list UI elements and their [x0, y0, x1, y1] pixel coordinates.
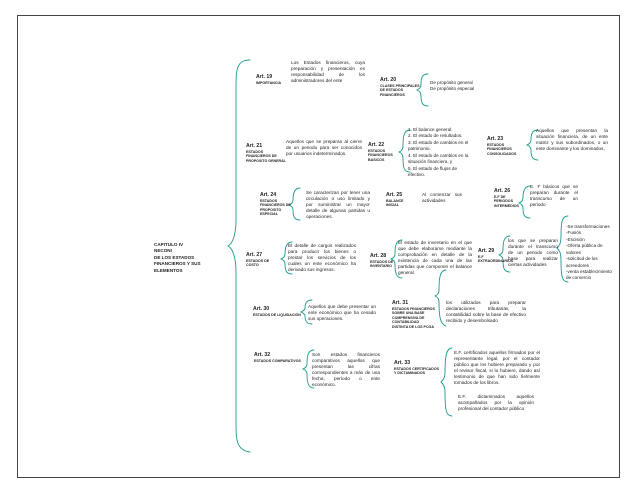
- bracket-a27: [279, 241, 293, 275]
- main-title-line4: FINANCIEROS Y SUS: [154, 261, 201, 267]
- art-21-subtitle: ESTADOS FINANCIEROS DE PROPOSITO GENERAL: [246, 149, 286, 163]
- main-title-line3: DE LOS ESTADOS: [154, 255, 232, 261]
- art-22-item: 3. El estado de cambios en el patrimonio…: [408, 139, 469, 152]
- bracket-a22: [397, 129, 411, 173]
- art-20-item: De propósito general: [430, 80, 473, 85]
- art-22-subtitle: ESTADOS FINANCIEROS BASICOS: [368, 148, 393, 162]
- art-22-item: 4. El estado de cambios en la situación …: [408, 152, 469, 165]
- node-art-31: Art. 31 ESTADOS FINANCIEROS SOBRE UNA BA…: [392, 300, 436, 329]
- art-33-description-dictaminados: E.F. dictaminados aquellos acompañados p…: [458, 394, 534, 412]
- art-32-subtitle: ESTADOS COMPARATIVOS: [254, 358, 301, 363]
- outer-frame: [17, 15, 620, 478]
- art-29-list-item: -venta establecimiento de comercio: [566, 268, 612, 281]
- art-26-subtitle: E.F DE PERIODOS INTERMEDIOS: [494, 194, 519, 208]
- node-art-33: Art. 33 ESTADOS CERTIFICADOS Y DICTAMINA…: [394, 360, 442, 376]
- art-22-item: 5. El estado de flujos de efectivo.: [408, 165, 458, 177]
- art-29-description: los que se preparan durante el transcurs…: [508, 238, 558, 268]
- art-33-description-certificados: E.F. certificados aquellos firmados por …: [454, 350, 540, 386]
- art-20-item: De propósito especial: [430, 86, 475, 92]
- art-29-label: Art. 29: [478, 248, 495, 254]
- node-art-30: Art. 30 ESTADOS DE LIQUIDACIÓN: [253, 306, 305, 317]
- art-28-label: Art. 28: [370, 253, 387, 259]
- art-32-label: Art. 32: [254, 352, 271, 358]
- bracket-a23: [525, 129, 539, 161]
- bracket-a26: [517, 185, 531, 219]
- art-24-label: Art. 24: [260, 192, 277, 198]
- art-27-description: El detalle de cargos realizados para pro…: [288, 243, 356, 273]
- art-20-items: De propósito general De propósito especi…: [430, 80, 510, 93]
- art-21-label: Art. 21: [246, 143, 263, 149]
- art-26-description: E. F básicos que se preparan durante el …: [530, 184, 578, 208]
- art-33-subtitle: ESTADOS CERTIFICADOS Y DICTAMINADOS: [394, 366, 440, 376]
- node-art-19: Art. 19 IMPORTANCIA: [256, 74, 296, 85]
- art-26-label: Art. 26: [494, 188, 511, 194]
- bracket-a24: [287, 187, 301, 221]
- art-31-description: los utilizados para preparar declaracion…: [446, 300, 526, 324]
- main-title: CAPITULO IV NECONI DE LOS ESTADOS FINANC…: [154, 242, 232, 274]
- node-art-27: Art. 27 ESTADOS DE COSTO: [246, 252, 282, 268]
- art-29-list: -Se transformaciones -Fusión -Escisión -…: [566, 224, 616, 282]
- art-29-subtitle: E.F EXTRAORDINARIOS: [478, 254, 514, 264]
- art-30-description: Aquellos que debe presentar un ente econ…: [308, 304, 376, 322]
- art-25-label: Art. 25: [386, 192, 403, 198]
- main-title-line1: CAPITULO IV: [154, 242, 184, 247]
- art-22-items: 1. El balance general. 2. El estado de r…: [408, 127, 472, 178]
- bracket-a32: [301, 349, 315, 389]
- bracket-a33: [440, 347, 453, 417]
- art-33-label: Art. 33: [394, 360, 411, 366]
- bracket-a20: [415, 73, 429, 107]
- art-25-description: Al comenzar sus actividades: [422, 192, 462, 204]
- art-31-subtitle: ESTADOS FINANCIEROS SOBRE UNA BASE COMPR…: [392, 306, 435, 329]
- bracket-a29-list: [556, 215, 569, 283]
- art-19-label: Art. 19: [256, 74, 273, 80]
- main-bracket: [226, 59, 251, 453]
- node-art-28: Art. 28 ESTADOS DE INVENTARIO: [370, 253, 396, 269]
- bracket-a29: [497, 235, 511, 273]
- art-27-subtitle: ESTADOS DE COSTO: [246, 258, 270, 268]
- art-22-item: 1. El balance general.: [408, 127, 453, 132]
- art-29-list-item: -solicitud de los acreedores: [566, 256, 598, 268]
- art-20-subtitle: CLASES PRINCIPALES DE ESTADOS FINANCIERO…: [380, 83, 420, 97]
- art-28-description: El estado de inventario en el que que de…: [398, 240, 472, 276]
- node-art-21: Art. 21 ESTADOS FINANCIEROS DE PROPOSITO…: [246, 143, 286, 163]
- art-30-subtitle: ESTADOS DE LIQUIDACIÓN: [253, 312, 301, 317]
- art-24-description: Se caracterizan por tener una circulació…: [306, 190, 370, 220]
- node-art-29: Art. 29 E.F EXTRAORDINARIOS: [478, 248, 514, 264]
- node-art-24: Art. 24 ESTADOS FINANCIEROS DE PROPOSITO…: [260, 192, 296, 217]
- art-22-label: Art. 22: [368, 142, 385, 148]
- art-29-list-item: -Fusión: [566, 230, 582, 236]
- bracket-a31: [433, 269, 447, 327]
- art-29-list-item: -Escisión: [566, 236, 585, 242]
- art-19-description: Los Estados financieros, cuya preparació…: [291, 60, 365, 84]
- art-22-item: 2. El estado de resultados.: [408, 133, 463, 139]
- bracket-a30: [299, 299, 313, 325]
- art-20-label: Art. 20: [380, 77, 397, 83]
- art-25-subtitle: BALANCE INICIAL: [386, 198, 404, 208]
- node-art-25: Art. 25 BALANCE INICIAL: [386, 192, 416, 208]
- node-art-23: Art. 23 ESTADOS FINANCIEROS CONSOLIDADOS: [487, 136, 527, 156]
- node-art-26: Art. 26 E.F DE PERIODOS INTERMEDIOS: [494, 188, 522, 208]
- art-30-label: Art. 30: [253, 306, 270, 312]
- art-29-list-item: -Oferta pública de valores: [566, 243, 603, 255]
- art-19-subtitle: IMPORTANCIA: [256, 80, 282, 85]
- main-title-line2: NECONI: [154, 248, 172, 254]
- main-title-line5: ELEMENTOS: [154, 267, 183, 273]
- main-title-line3-text: DE LOS ESTADOS: [154, 254, 195, 260]
- node-art-32: Art. 32 ESTADOS COMPARATIVOS: [254, 352, 308, 363]
- art-32-description: Son estados financieros comparativos aqu…: [312, 352, 380, 388]
- art-31-label: Art. 31: [392, 300, 409, 306]
- art-27-label: Art. 27: [246, 252, 263, 258]
- node-art-20: Art. 20 CLASES PRINCIPALES DE ESTADOS FI…: [380, 77, 422, 97]
- art-21-description: Aquellos que se preparan al cierre de un…: [286, 139, 362, 157]
- art-23-description: Aquellos que presentan la situación fina…: [536, 128, 608, 152]
- art-23-label: Art. 23: [487, 136, 504, 142]
- node-art-22: Art. 22 ESTADOS FINANCIEROS BASICOS: [368, 142, 402, 162]
- art-23-subtitle: ESTADOS FINANCIEROS CONSOLIDADOS: [487, 142, 517, 156]
- art-24-subtitle: ESTADOS FINANCIEROS DE PROPOSITO ESPECIA…: [260, 198, 291, 217]
- bracket-a28: [389, 239, 403, 279]
- art-29-list-item: -Se transformaciones: [566, 224, 610, 229]
- art-28-subtitle: ESTADOS DE INVENTARIO: [370, 259, 394, 269]
